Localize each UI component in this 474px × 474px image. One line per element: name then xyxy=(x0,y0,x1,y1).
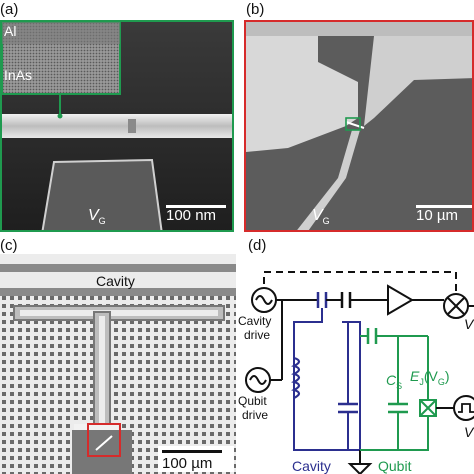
panel-c: Cavity 100 µm xyxy=(0,254,236,474)
panel-c-chip-image xyxy=(0,254,236,474)
v-label-right-bottom: V xyxy=(464,424,474,440)
cavity-drive-label-2: drive xyxy=(244,328,271,342)
panel-a: Al InAs VG 100 nm xyxy=(0,20,234,232)
cavity-label-c: Cavity xyxy=(96,273,135,289)
panel-b-micrograph xyxy=(246,22,472,230)
inset-label-inas: InAs xyxy=(4,67,33,83)
cavity-line xyxy=(0,264,236,272)
gate-label-a: VG xyxy=(88,207,106,227)
scale-bar-b xyxy=(416,205,472,208)
amplifier-icon xyxy=(387,284,414,316)
scale-bar-a xyxy=(166,205,226,208)
gate-electrode xyxy=(41,158,163,230)
contact-pad-left xyxy=(246,36,358,152)
qubit-drive-label-2: drive xyxy=(242,408,269,422)
junction-highlight xyxy=(87,423,121,457)
ground-icon xyxy=(347,463,373,474)
qubit-drive-label-1: Qubit xyxy=(238,394,267,408)
panel-label-a: (a) xyxy=(0,1,19,18)
contact-pad-right xyxy=(364,36,472,126)
panel-label-c: (c) xyxy=(0,237,18,254)
device-highlight xyxy=(345,117,361,131)
scale-label-a: 100 nm xyxy=(166,207,217,224)
nanowire xyxy=(2,114,232,138)
cavity-label-d: Cavity xyxy=(292,458,331,474)
panel-b: VG 10 µm xyxy=(244,20,474,232)
ej-label: EJ(VG) xyxy=(410,368,450,387)
cavity-inductor xyxy=(291,356,301,399)
panel-label-d: (d) xyxy=(248,237,267,254)
qubit-label-d: Qubit xyxy=(378,458,412,474)
panel-d: Cavity drive Qubit drive CS EJ(VG) Cavit… xyxy=(238,254,474,474)
circuit-diagram xyxy=(245,271,474,474)
qubit-island xyxy=(72,430,132,474)
inset-lattice xyxy=(2,22,121,119)
scale-label-b: 10 µm xyxy=(416,207,458,224)
gate-label-b: VG xyxy=(312,207,330,227)
cavity-drive-label-1: Cavity xyxy=(238,314,272,328)
cs-label: CS xyxy=(386,372,403,391)
scale-label-c: 100 µm xyxy=(162,455,213,472)
scale-bar-c xyxy=(162,450,222,453)
panel-a-sem-image xyxy=(2,22,232,230)
v-label-right-top: V xyxy=(464,316,474,332)
panel-label-b: (b) xyxy=(246,1,265,18)
gate-pulse-source xyxy=(453,395,474,421)
gate-lead xyxy=(297,130,360,230)
inset-label-al: Al xyxy=(4,23,17,39)
